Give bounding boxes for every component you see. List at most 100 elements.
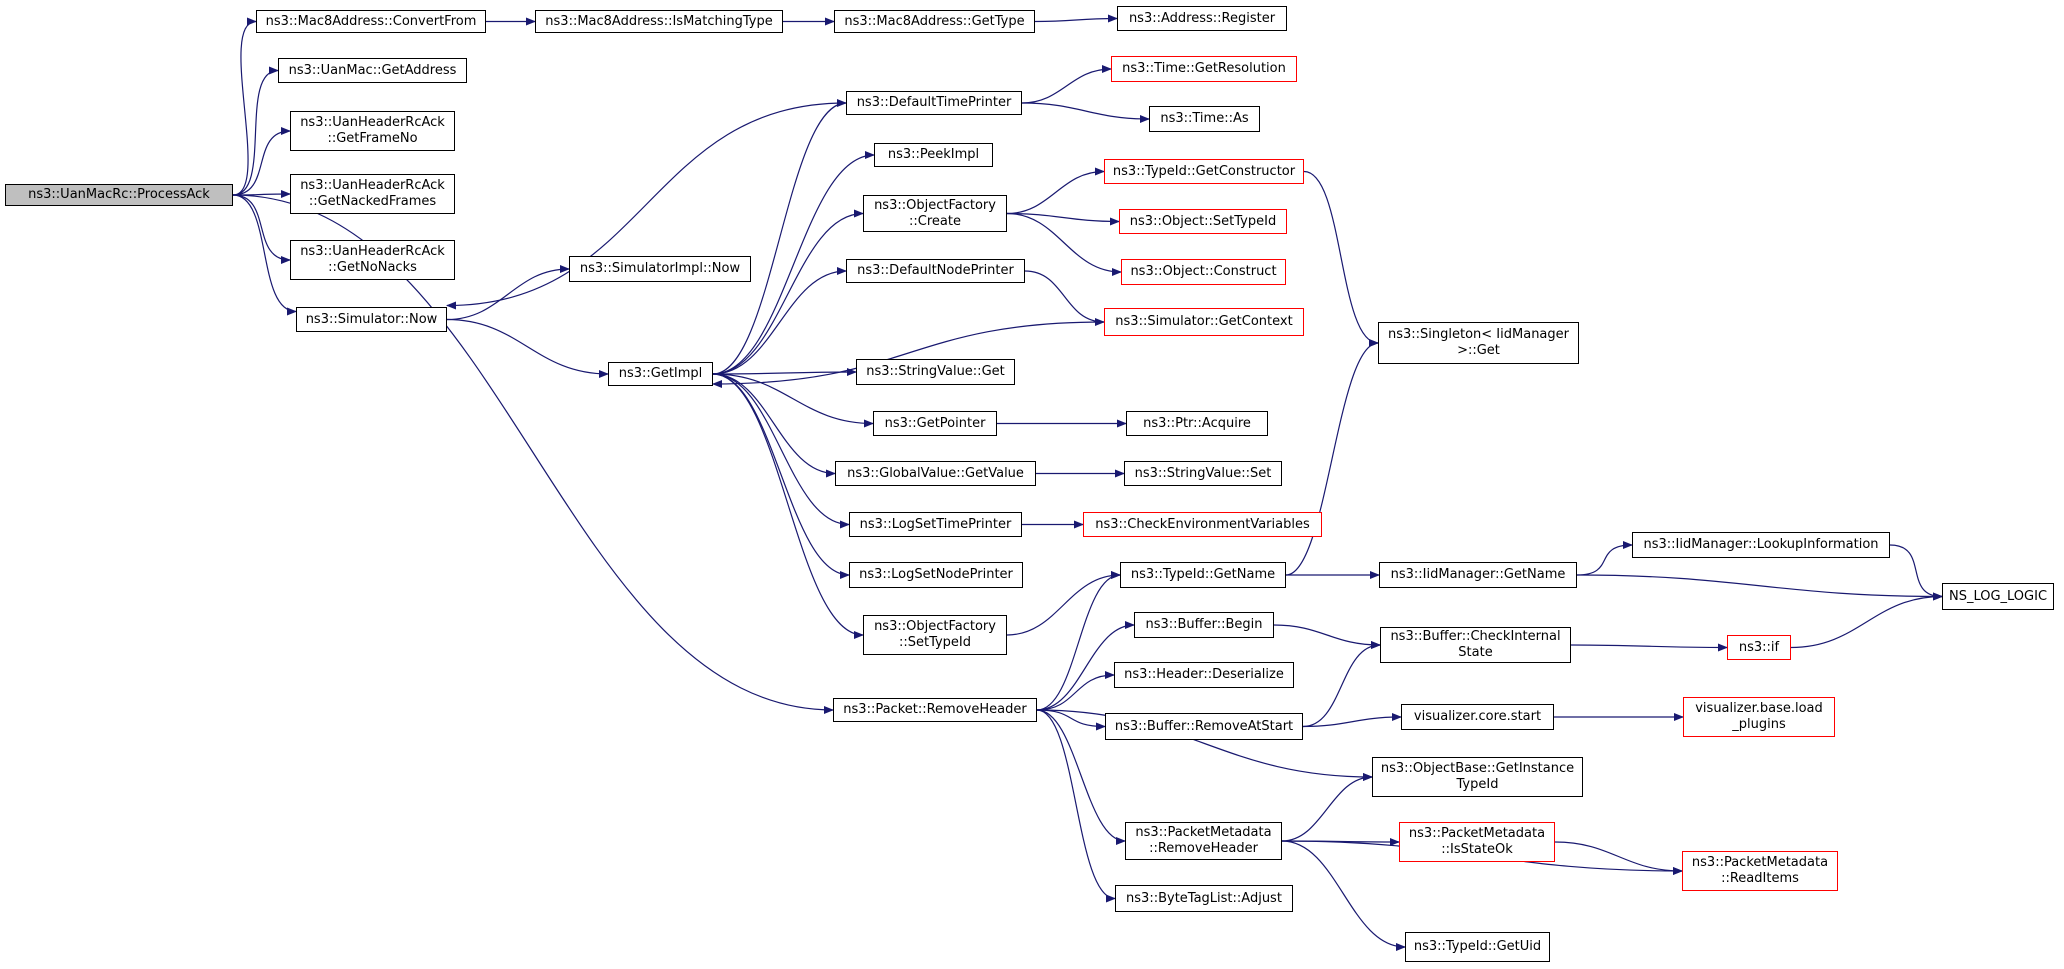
graph-node-peekimpl[interactable]: ns3::PeekImpl	[874, 143, 993, 167]
graph-node-headerdeser[interactable]: ns3::Header::Deserialize	[1114, 662, 1294, 688]
call-edge-iidgetname-to-iidlookup	[1576, 541, 1633, 576]
node-label-line: >::Get	[1457, 343, 1500, 358]
graph-node-typeidgetname[interactable]: ns3::TypeId::GetName	[1120, 562, 1286, 588]
node-label-line: ns3::IidManager::LookupInformation	[1643, 537, 1879, 552]
node-label-line: ::GetFrameNo	[327, 131, 418, 146]
call-edge-pktremovehdr-to-bufbegin	[1036, 621, 1135, 711]
node-label-line: NS_LOG_LOGIC	[1948, 588, 2048, 604]
call-edge-typeidgetname-to-singletonget	[1285, 339, 1379, 576]
call-edge-ns3if-to-nsloglogic	[1790, 592, 1943, 649]
graph-node-gvgetvalue[interactable]: ns3::GlobalValue::GetValue	[835, 461, 1036, 486]
call-edge-deftimeprinter-to-timegetres	[1021, 65, 1112, 104]
graph-node-objsettypeid[interactable]: ns3::Object::SetTypeId	[1119, 209, 1287, 234]
graph-node-logsettimeprinter[interactable]: ns3::LogSetTimePrinter	[849, 512, 1022, 537]
graph-node-simimplnow[interactable]: ns3::SimulatorImpl::Now	[569, 256, 751, 282]
graph-node-bufbegin[interactable]: ns3::Buffer::Begin	[1134, 612, 1274, 638]
call-edge-typeidgetctor-to-singletonget	[1303, 170, 1379, 347]
graph-node-logsetnodeprinter[interactable]: ns3::LogSetNodePrinter	[849, 562, 1023, 588]
node-label-line: State	[1458, 645, 1493, 660]
graph-node-nsloglogic[interactable]: NS_LOG_LOGIC	[1942, 583, 2054, 610]
node-label-line: ns3::Buffer::CheckInternal	[1390, 629, 1561, 644]
node-label-line: ::RemoveHeader	[1149, 841, 1258, 856]
graph-node-uanmacgetaddr[interactable]: ns3::UanMac::GetAddress	[278, 58, 467, 83]
call-edge-pmisstateok-to-pmreaditems	[1554, 841, 1683, 875]
node-label-line: ns3::SimulatorImpl::Now	[579, 261, 741, 276]
graph-node-simnow[interactable]: ns3::Simulator::Now	[296, 307, 447, 332]
node-label-line: ns3::Mac8Address::ConvertFrom	[265, 13, 477, 29]
graph-node-ns3if[interactable]: ns3::if	[1727, 635, 1791, 660]
call-edge-root-to-uanmacgetaddr	[232, 66, 279, 196]
graph-node-mac8convert[interactable]: ns3::Mac8Address::ConvertFrom	[256, 10, 486, 33]
node-label-line: ns3::Singleton< IidManager	[1387, 327, 1569, 342]
graph-node-iidlookup[interactable]: ns3::IidManager::LookupInformation	[1632, 532, 1890, 558]
node-label-line: ns3::CheckEnvironmentVariables	[1095, 516, 1310, 532]
node-label-line: ns3::GlobalValue::GetValue	[847, 465, 1024, 481]
call-edge-ofcreate-to-typeidgetctor	[1006, 167, 1105, 215]
graph-node-typeidgetctor[interactable]: ns3::TypeId::GetConstructor	[1104, 159, 1304, 184]
graph-node-btladjust[interactable]: ns3::ByteTagList::Adjust	[1115, 885, 1293, 912]
node-label-line: ::ReadItems	[1721, 871, 1799, 886]
graph-node-checkenvvars[interactable]: ns3::CheckEnvironmentVariables	[1083, 512, 1322, 537]
graph-node-mac8gettype[interactable]: ns3::Mac8Address::GetType	[834, 10, 1035, 33]
node-label-line: ns3::ByteTagList::Adjust	[1126, 890, 1282, 906]
node-label-line: ::GetNoNacks	[328, 260, 417, 275]
graph-node-getnonacks[interactable]: ns3::UanHeaderRcAck::GetNoNacks	[290, 240, 455, 280]
graph-node-defnodeprinter[interactable]: ns3::DefaultNodePrinter	[846, 259, 1025, 283]
call-edge-simnow-to-getimpl	[446, 318, 609, 378]
graph-node-vizstart[interactable]: visualizer.core.start	[1401, 704, 1554, 730]
graph-node-timeas[interactable]: ns3::Time::As	[1149, 106, 1260, 132]
graph-node-timegetres[interactable]: ns3::Time::GetResolution	[1111, 56, 1297, 82]
node-label-line: ns3::GetPointer	[884, 415, 986, 431]
call-edge-simgetcontext-to-getimpl	[712, 321, 1105, 388]
call-edge-iidlookup-to-nsloglogic	[1889, 544, 1943, 601]
node-label-line: ns3::StringValue::Get	[866, 364, 1005, 379]
graph-node-getimpl[interactable]: ns3::GetImpl	[608, 362, 713, 386]
graph-node-vizload[interactable]: visualizer.base.load_plugins	[1683, 697, 1835, 737]
node-label-line: ns3::Object::Construct	[1130, 264, 1277, 279]
graph-node-getpointer[interactable]: ns3::GetPointer	[873, 411, 997, 436]
call-edge-deftimeprinter-to-simnow	[446, 102, 847, 310]
call-edge-pmremovehdr-to-objbasegetinst	[1281, 773, 1373, 842]
graph-node-getframeno[interactable]: ns3::UanHeaderRcAck::GetFrameNo	[290, 111, 455, 151]
graph-node-pmisstateok[interactable]: ns3::PacketMetadata::IsStateOk	[1399, 822, 1555, 862]
node-label-line: ns3::UanMac::GetAddress	[288, 62, 457, 78]
node-label-line: ns3::PacketMetadata	[1408, 826, 1546, 841]
node-label-line: ns3::PeekImpl	[887, 147, 980, 162]
node-label-line: ns3::ObjectFactory	[874, 619, 996, 634]
call-edge-getimpl-to-defnodeprinter	[712, 267, 847, 375]
graph-node-iidgetname[interactable]: ns3::IidManager::GetName	[1379, 562, 1577, 588]
node-label-line: _plugins	[1732, 717, 1786, 732]
graph-node-ofsettypeid[interactable]: ns3::ObjectFactory::SetTypeId	[863, 615, 1007, 655]
graph-node-simgetcontext[interactable]: ns3::Simulator::GetContext	[1104, 308, 1304, 336]
call-edge-pktremovehdr-to-headerdeser	[1036, 671, 1115, 711]
graph-node-getnackedframes[interactable]: ns3::UanHeaderRcAck::GetNackedFrames	[290, 174, 455, 214]
graph-node-mac8match[interactable]: ns3::Mac8Address::IsMatchingType	[535, 10, 783, 33]
call-edge-simnow-to-simimplnow	[446, 265, 570, 321]
graph-node-pktremovehdr[interactable]: ns3::Packet::RemoveHeader	[833, 698, 1037, 722]
graph-node-singletonget[interactable]: ns3::Singleton< IidManager >::Get	[1378, 322, 1579, 364]
graph-node-strvalget[interactable]: ns3::StringValue::Get	[856, 359, 1015, 385]
call-edge-deftimeprinter-to-timeas	[1021, 102, 1150, 123]
node-label-line: ns3::Header::Deserialize	[1124, 667, 1284, 682]
call-edge-root-to-getnonacks	[232, 194, 291, 264]
node-label-line: ns3::IidManager::GetName	[1390, 567, 1566, 582]
graph-node-ptracquire[interactable]: ns3::Ptr::Acquire	[1126, 411, 1268, 436]
graph-node-objconstruct[interactable]: ns3::Object::Construct	[1121, 259, 1286, 285]
graph-node-strvalset[interactable]: ns3::StringValue::Set	[1124, 461, 1282, 486]
graph-node-addrregister[interactable]: ns3::Address::Register	[1117, 6, 1287, 31]
graph-node-pmremovehdr[interactable]: ns3::PacketMetadata::RemoveHeader	[1125, 822, 1282, 860]
graph-node-typeidgetuid[interactable]: ns3::TypeId::GetUid	[1405, 932, 1550, 962]
node-label-line: ns3::Mac8Address::GetType	[844, 13, 1025, 29]
graph-node-ofcreate[interactable]: ns3::ObjectFactory::Create	[863, 195, 1007, 232]
graph-node-pmreaditems[interactable]: ns3::PacketMetadata::ReadItems	[1682, 851, 1838, 891]
call-edge-bufcheck-to-ns3if	[1570, 643, 1728, 652]
graph-node-bufremoveatstart[interactable]: ns3::Buffer::RemoveAtStart	[1105, 713, 1303, 740]
call-edge-getimpl-to-ofcreate	[712, 209, 864, 375]
call-edge-getimpl-to-strvalget	[712, 368, 857, 377]
graph-node-deftimeprinter[interactable]: ns3::DefaultTimePrinter	[846, 91, 1022, 115]
call-edge-bufremoveatstart-to-bufcheck	[1302, 641, 1381, 728]
node-label-line: ns3::UanHeaderRcAck	[300, 244, 445, 259]
call-edge-root-to-simnow	[232, 194, 297, 316]
